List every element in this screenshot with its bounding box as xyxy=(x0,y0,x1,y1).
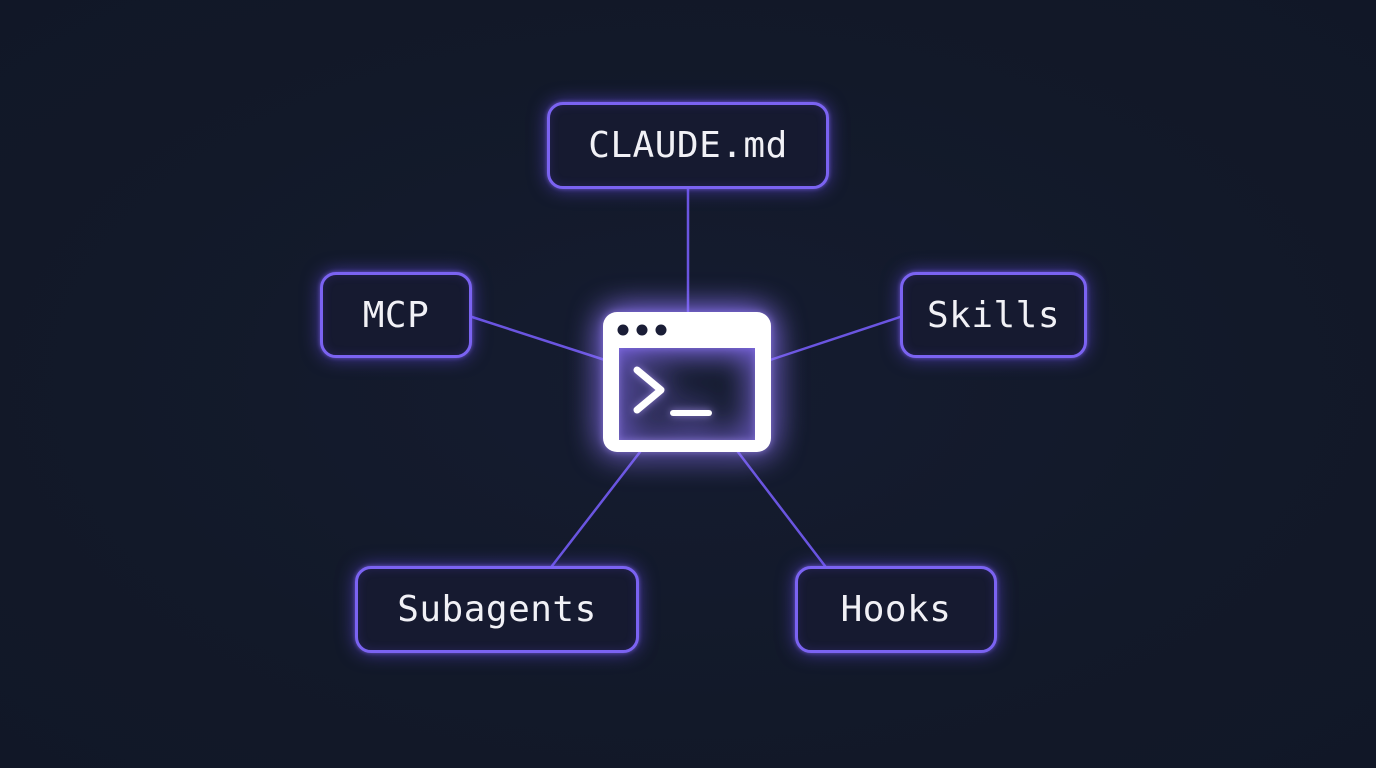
connector-mcp xyxy=(470,315,607,362)
node-skills-label: Skills xyxy=(926,294,1061,336)
node-hooks-label: Hooks xyxy=(840,589,952,630)
connector-hooks xyxy=(736,450,827,568)
terminal-window-icon xyxy=(603,312,771,452)
node-claude-md-label: CLAUDE.md xyxy=(588,125,788,166)
node-claude-md: CLAUDE.md xyxy=(547,102,829,189)
connector-subagents xyxy=(550,450,642,568)
node-mcp-label: MCP xyxy=(362,294,430,336)
node-hooks: Hooks xyxy=(795,566,997,653)
node-mcp: MCP xyxy=(320,272,472,358)
connector-skills xyxy=(768,315,902,362)
node-subagents: Subagents xyxy=(355,566,639,653)
node-skills: Skills xyxy=(900,272,1087,358)
node-subagents-label: Subagents xyxy=(397,589,597,630)
